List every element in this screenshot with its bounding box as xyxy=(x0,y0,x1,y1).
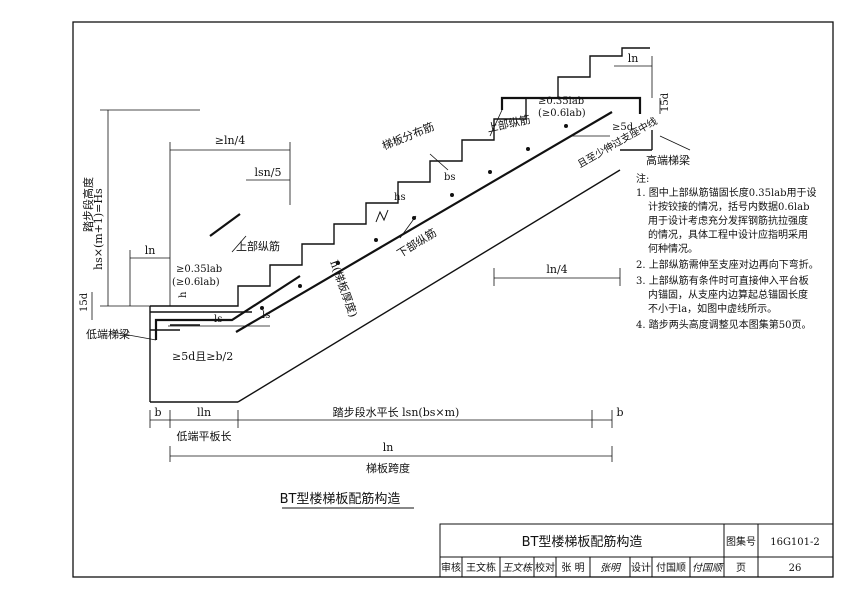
check-label: 校对 xyxy=(535,561,555,574)
label-15d-right: 15d xyxy=(660,92,671,112)
label-high-beam: 高端梯梁 xyxy=(646,153,690,167)
designer-name: 付国顺 xyxy=(656,561,686,574)
note-1-line-5: 何种情况。 xyxy=(648,242,698,255)
checker-signature: 张明 xyxy=(600,562,622,574)
label-ln-4-mid: ln/4 xyxy=(546,263,567,276)
atlas-label: 图集号 xyxy=(726,535,756,548)
label-thickness: h(梯板厚度) xyxy=(327,258,361,319)
label-h-small: h xyxy=(178,291,189,298)
reviewer-signature: 王文栋 xyxy=(502,562,534,574)
rebar-lines xyxy=(150,96,642,340)
label-anchor-left-b: (≥0.6lab) xyxy=(172,277,220,288)
label-height: hs×(m+1)=Hs xyxy=(92,188,105,270)
designer-signature: 付国顺 xyxy=(692,562,724,574)
label-lower-rebar: 下部纵筋 xyxy=(394,225,439,260)
note-3-line-3: 不小于la，如图中虚线所示。 xyxy=(648,302,777,315)
label-15d-left: 15d xyxy=(79,292,90,312)
label-span: 梯板跨度 xyxy=(366,461,410,475)
label-lln: lln xyxy=(197,406,211,419)
note-3-line-2: 内锚固，从支座内边算起总锚固长度 xyxy=(648,288,808,301)
label-ln-bottom: ln xyxy=(383,441,394,454)
break-symbol xyxy=(375,209,389,223)
atlas-number: 16G101-2 xyxy=(770,537,820,548)
note-3-line-1: 3. 上部纵筋有条件时可直接伸入平台板 xyxy=(636,274,809,287)
label-b-left: b xyxy=(154,406,161,419)
label-ln-left: ln xyxy=(145,244,156,257)
label-ge-ln-4: ≥ln/4 xyxy=(215,134,246,147)
label-anchor-top-b: (≥0.6lab) xyxy=(538,108,586,119)
title-block xyxy=(439,523,834,578)
note-4-line-1: 4. 踏步两头高度调整见本图集第50页。 xyxy=(636,318,811,331)
label-lsn-5: lsn/5 xyxy=(255,166,282,179)
page-label: 页 xyxy=(736,562,746,574)
checker-name: 张 明 xyxy=(561,562,584,574)
note-1-line-1: 1. 图中上部纵筋锚固长度0.35lab用于设 xyxy=(636,186,817,199)
label-ln-top: ln xyxy=(628,52,639,65)
label-low-beam: 低端梯梁 xyxy=(86,327,130,341)
diagram-caption: BT型楼梯板配筋构造 xyxy=(280,491,401,507)
label-ls-b: ls xyxy=(262,310,270,321)
dimension-lines xyxy=(91,56,691,462)
label-ge-5d-b-2: ≥5d且≥b/2 xyxy=(172,350,233,363)
stair-outline xyxy=(149,47,653,403)
label-b-right: b xyxy=(616,406,623,419)
label-anchor-left-a: ≥0.35lab xyxy=(176,264,222,275)
label-bs: bs xyxy=(444,172,456,183)
label-upper-rebar-right: 上部纵筋 xyxy=(486,112,532,135)
label-step-length: 踏步段水平长 lsn(bs×m) xyxy=(333,405,460,419)
page-number: 26 xyxy=(789,563,802,574)
note-2-line-1: 2. 上部纵筋需伸至支座对边再向下弯折。 xyxy=(636,258,819,271)
notes-head: 注: xyxy=(636,172,649,185)
label-hs: hs xyxy=(394,192,406,203)
label-low-slab-length: 低端平板长 xyxy=(177,429,232,443)
label-height-2: 踏步段高度 xyxy=(81,177,95,232)
distribution-bars xyxy=(260,124,568,310)
review-label: 审核 xyxy=(441,561,461,574)
label-distribution-rebar: 梯板分布筋 xyxy=(380,119,436,153)
note-1-line-4: 的情况，具体工程中设计应指明采用 xyxy=(648,228,808,241)
label-anchor-top-a: ≥0.35lab xyxy=(538,96,584,107)
design-label: 设计 xyxy=(631,561,651,574)
label-ge-5d-top: ≥5d xyxy=(612,122,634,133)
reviewer-name: 王文栋 xyxy=(466,561,496,574)
note-1-line-2: 计按铰接的情况，括号内数据0.6lab xyxy=(648,200,809,213)
label-upper-rebar-left: 上部纵筋 xyxy=(236,239,280,253)
note-1-line-3: 用于设计考虑充分发挥钢筋抗拉强度 xyxy=(648,214,808,227)
label-ls-a: ls xyxy=(214,314,222,325)
titleblock-title: BT型楼梯板配筋构造 xyxy=(522,534,643,550)
